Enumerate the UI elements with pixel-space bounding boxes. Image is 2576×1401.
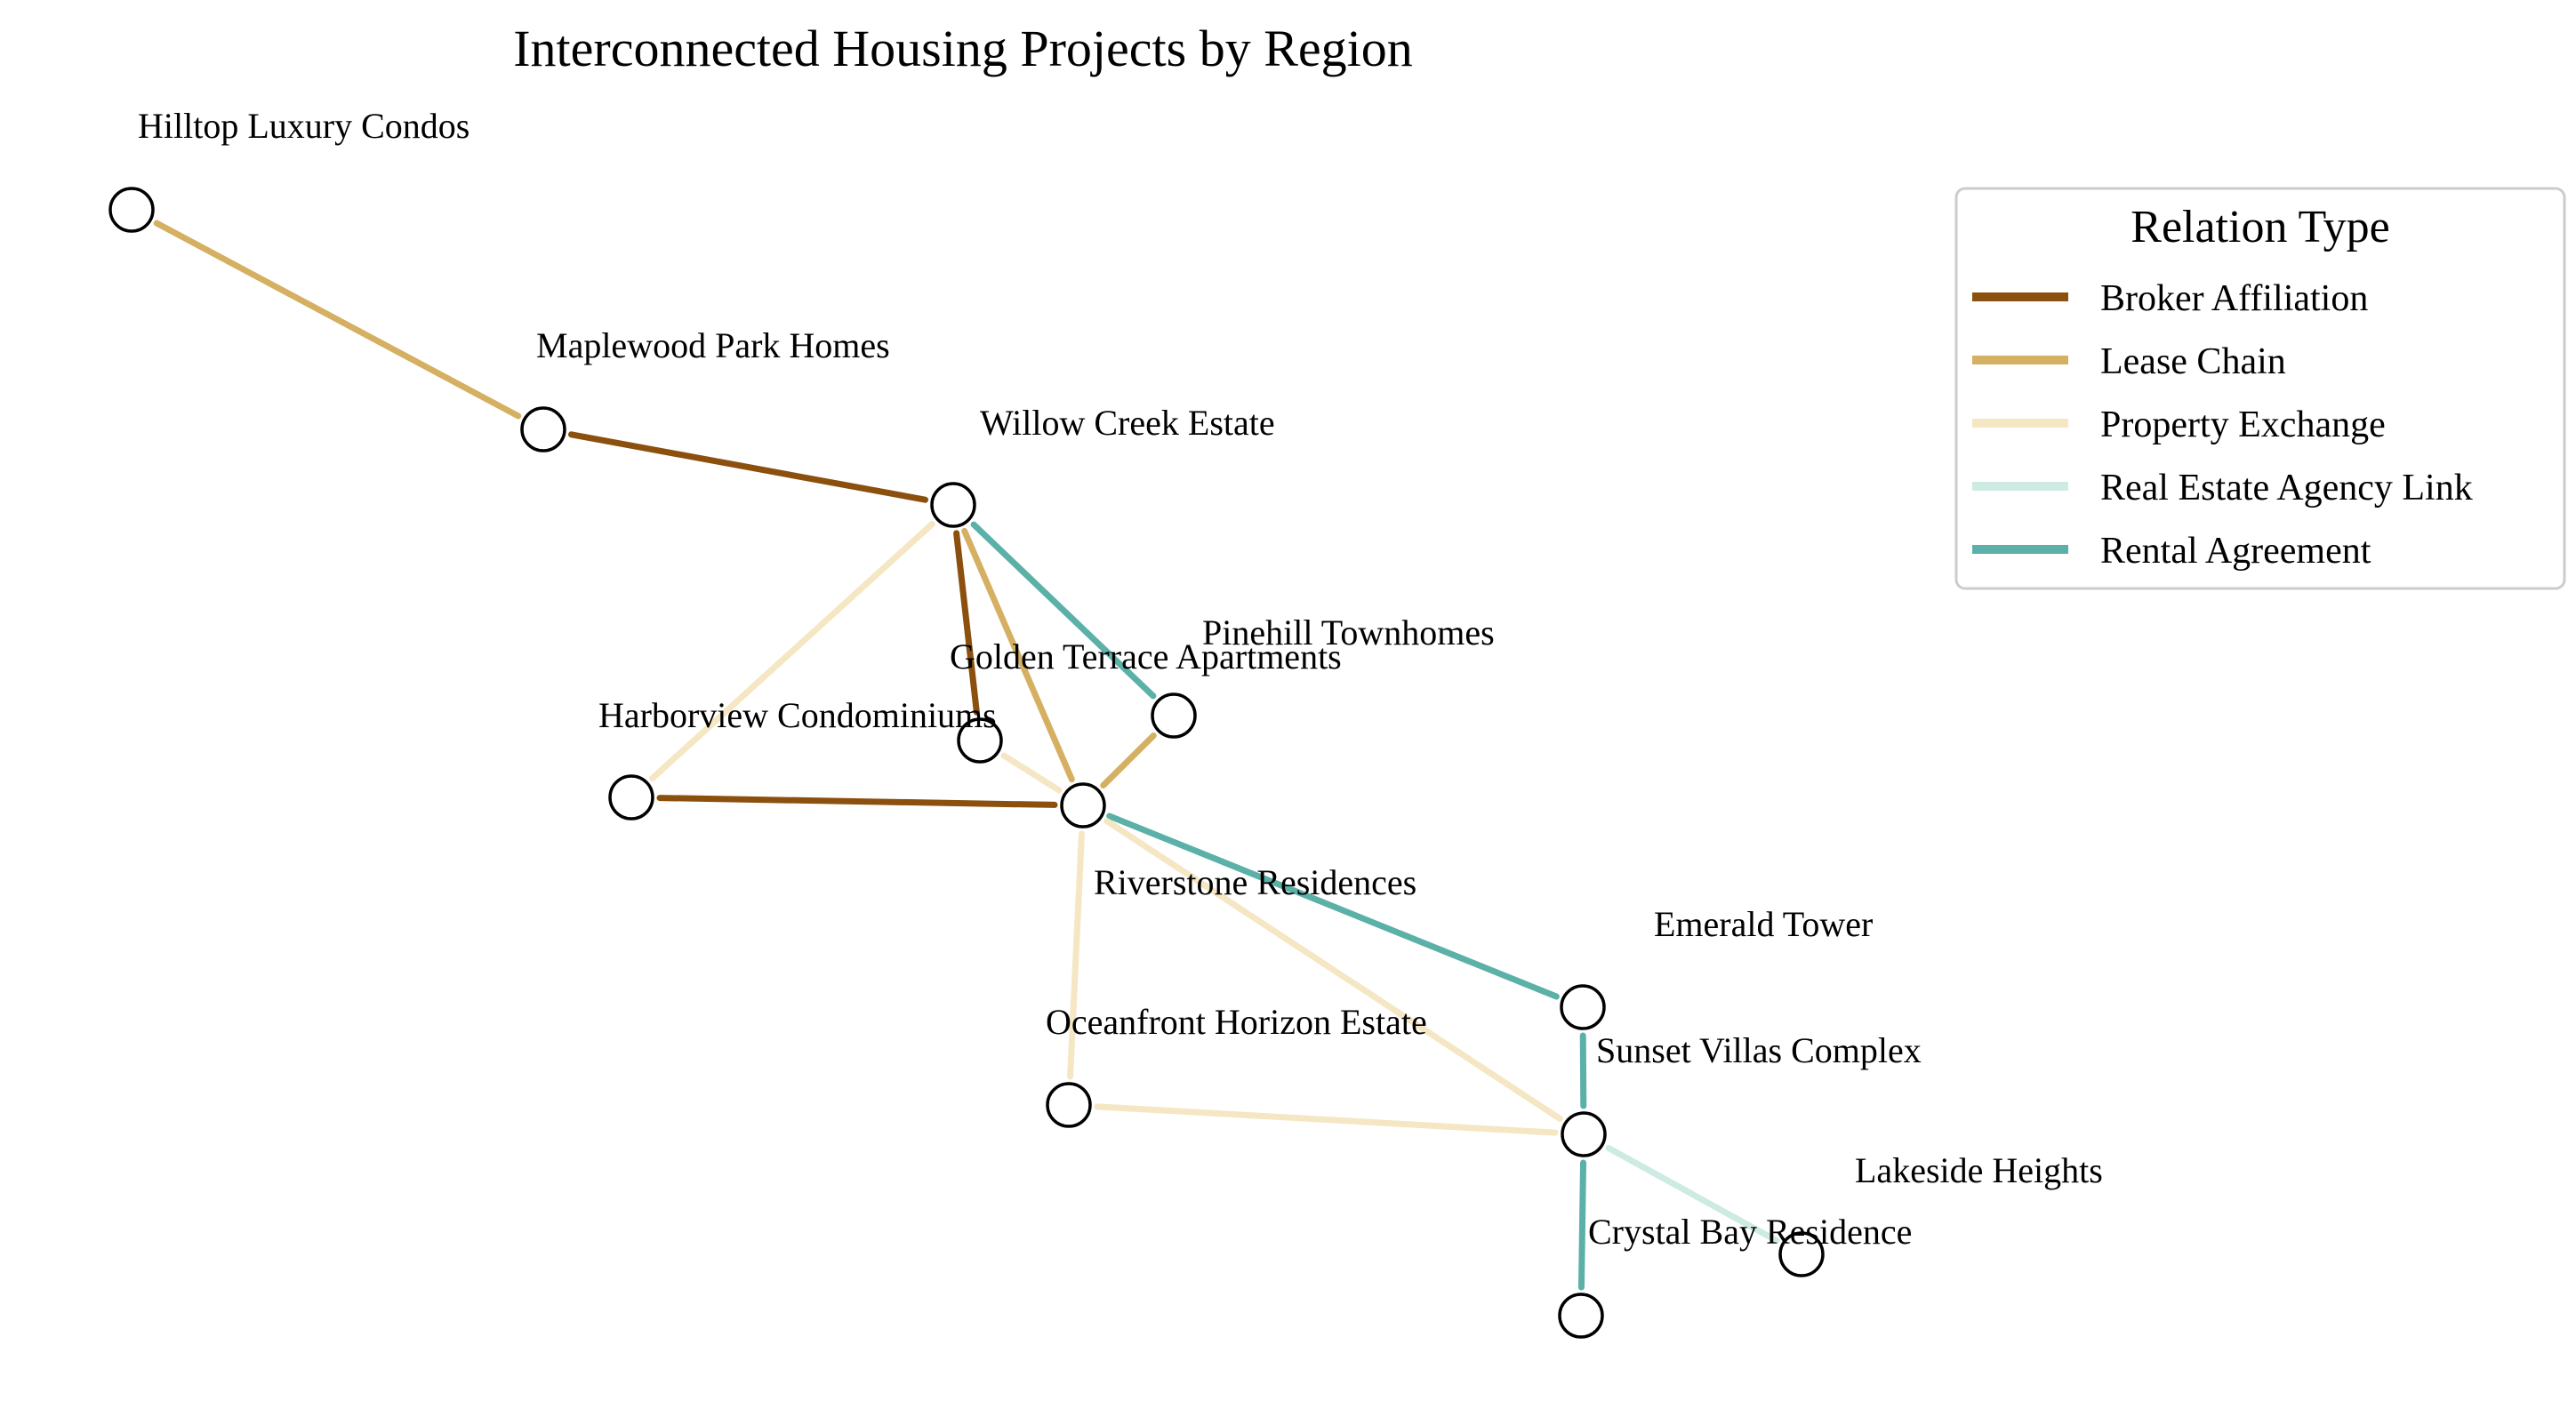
edge-pinehill-riverstone — [1100, 733, 1157, 789]
node-harborview — [608, 774, 654, 821]
node-label-crystal: Crystal Bay Residence — [1588, 1212, 1912, 1252]
node-label-maplewood: Maplewood Park Homes — [536, 325, 890, 365]
edge-golden-riverstone — [1000, 752, 1063, 794]
edge-harborview-riverstone — [656, 795, 1058, 808]
node-pinehill — [1151, 692, 1197, 739]
node-golden — [957, 717, 1003, 764]
edge-hilltop-maplewood — [153, 220, 522, 420]
edge-willow-harborview — [649, 521, 935, 781]
edge-riverstone-oceanfront — [1067, 830, 1085, 1080]
legend-label-real-estate-agency-link: Real Estate Agency Link — [2100, 468, 2473, 508]
edges-layer — [153, 220, 1780, 1291]
node-label-emerald: Emerald Tower — [1654, 904, 1873, 944]
node-label-pinehill: Pinehill Townhomes — [1202, 612, 1495, 652]
nodes-layer — [108, 187, 1825, 1339]
diagram-title: Interconnected Housing Projects by Regio… — [513, 20, 1413, 77]
edge-oceanfront-sunset — [1094, 1103, 1559, 1136]
legend-title: Relation Type — [2131, 202, 2389, 252]
node-sunset — [1561, 1111, 1607, 1157]
edge-riverstone-emerald — [1106, 813, 1560, 1000]
node-emerald — [1560, 984, 1606, 1030]
node-label-hilltop: Hilltop Luxury Condos — [138, 106, 469, 146]
legend-label-rental-agreement: Rental Agreement — [2100, 531, 2371, 572]
node-maplewood — [520, 406, 566, 452]
node-crystal — [1558, 1293, 1604, 1339]
legend-label-broker-affiliation: Broker Affiliation — [2100, 278, 2368, 319]
node-label-oceanfront: Oceanfront Horizon Estate — [1046, 1002, 1427, 1042]
legend-label-property-exchange: Property Exchange — [2100, 404, 2386, 445]
edge-sunset-crystal — [1577, 1159, 1587, 1291]
node-label-sunset: Sunset Villas Complex — [1596, 1030, 1922, 1070]
node-riverstone — [1060, 782, 1106, 829]
legend-box — [1954, 187, 2566, 590]
node-oceanfront — [1046, 1082, 1092, 1128]
edge-maplewood-willow — [567, 431, 929, 503]
edge-willow-pinehill — [970, 521, 1157, 700]
edge-riverstone-sunset — [1103, 818, 1563, 1122]
edge-willow-golden — [953, 530, 980, 716]
node-willow — [930, 482, 976, 528]
edge-willow-riverstone — [961, 527, 1075, 783]
node-label-riverstone: Riverstone Residences — [1094, 862, 1416, 902]
node-label-lakeside: Lakeside Heights — [1855, 1150, 2103, 1190]
node-label-harborview: Harborview Condominiums — [598, 695, 997, 735]
edge-sunset-lakeside — [1605, 1144, 1780, 1245]
edge-emerald-sunset — [1579, 1032, 1587, 1109]
node-hilltop — [108, 187, 155, 233]
node-label-willow: Willow Creek Estate — [980, 403, 1275, 443]
node-lakeside — [1778, 1231, 1825, 1277]
legend-label-lease-chain: Lease Chain — [2100, 341, 2286, 382]
node-label-golden: Golden Terrace Apartments — [950, 636, 1342, 676]
